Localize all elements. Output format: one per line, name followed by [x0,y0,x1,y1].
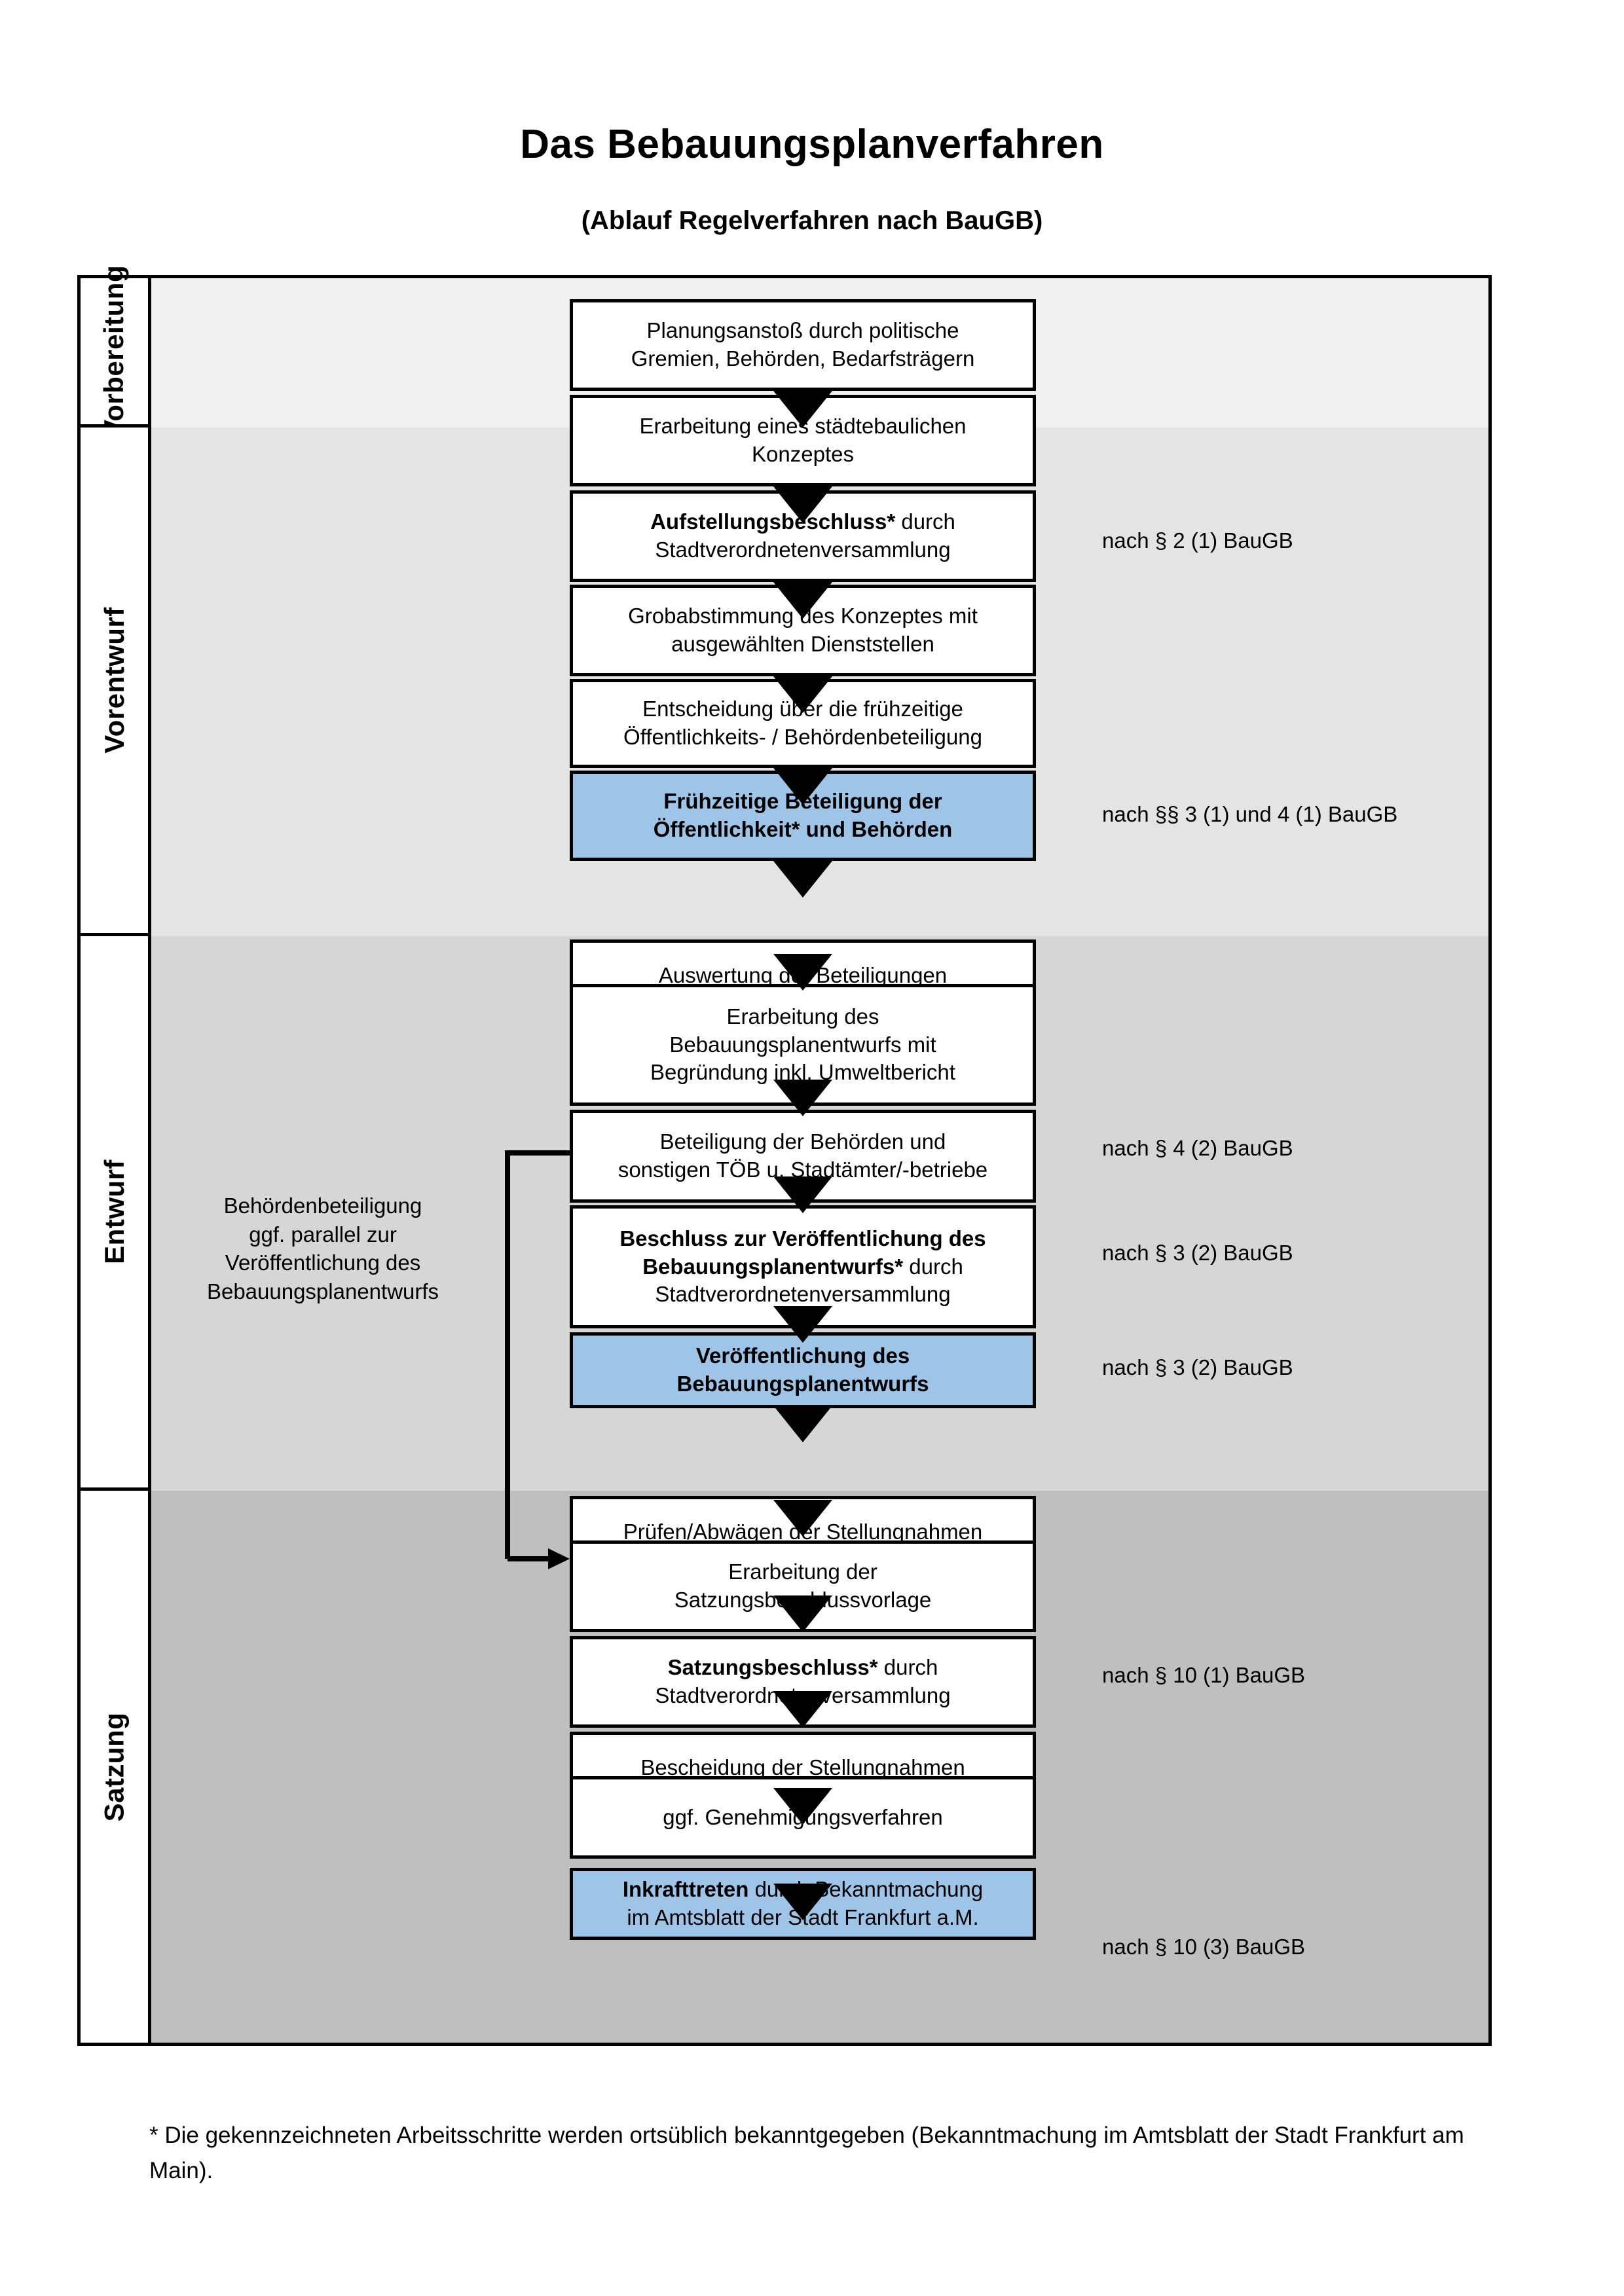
step-planungsanstoss[interactable]: Planungsanstoß durch politische Gremien,… [570,299,1036,391]
step-veroeffentlichung-line-2: Bebauungsplanentwurfs [676,1372,929,1396]
phase-cell-vorbereitung: Vorbereitung [81,264,148,438]
flow-arrow-9 [773,1176,832,1213]
phase-label-satzung: Satzung [98,1712,130,1821]
step-aufstellungsbeschluss-line-2: Stadtverordnetenversammlung [655,538,951,562]
step-beschluss-veroeffentlichung-line-3: Stadtverordnetenversammlung [655,1282,951,1307]
step-beschluss-veroeffentlichung-bold: Beschluss zur Veröffentlichung des Bebau… [619,1226,986,1279]
step-veroeffentlichung-line-1: Veröffentlichung des [695,1343,910,1368]
step-aufstellungsbeschluss-rest: durch [895,509,955,534]
step-satzungsbeschluss-rest: durch [877,1655,938,1680]
legal-note-par2-1: nach § 2 (1) BauGB [1102,528,1293,553]
flow-arrow-8 [773,1080,832,1116]
step-aufstellungsbeschluss-bold: Aufstellungsbeschluss* [650,509,896,534]
flow-arrow-4 [773,676,832,713]
flowchart-frame: Vorbereitung Vorentwurf Entwurf Satzung … [77,264,1492,2046]
legal-note-par3-2b: nach § 3 (2) BauGB [1102,1355,1293,1379]
phase-label-vorbereitung: Vorbereitung [98,264,130,438]
side-note-line-1: Behördenbeteiligung [223,1194,422,1218]
legal-note-par10-1: nach § 10 (1) BauGB [1102,1663,1306,1687]
step-beschluss-veroeffentlichung-rest: durch [903,1254,963,1279]
phase-cell-satzung: Satzung [81,1491,148,2043]
step-planungsanstoss-line-2: Gremien, Behörden, Bedarfsträgern [631,346,975,371]
flow-arrow-14 [773,1691,832,1728]
flow-arrow-7 [773,954,832,991]
footnote-text: * Die gekennzeichneten Arbeitsschritte w… [149,2123,1464,2184]
step-grobabstimmung-line-2: ausgewählten Dienststellen [671,632,934,656]
step-satzungsbeschlussvorlage-line-1: Erarbeitung der [728,1559,877,1584]
legal-note-par4-2: nach § 4 (2) BauGB [1102,1136,1293,1160]
phase-label-entwurf: Entwurf [98,1159,130,1264]
flow-arrow-1 [773,391,832,428]
bypass-connector-arrow [505,1150,570,1569]
phase-label-vorentwurf: Vorentwurf [98,607,130,754]
flow-arrow-13 [773,1595,832,1632]
flow-arrow-11 [773,1406,832,1442]
phase-cell-entwurf: Entwurf [81,936,148,1491]
legal-note-par3-2a: nach § 3 (2) BauGB [1102,1241,1293,1265]
step-fruehzeitige-beteiligung-line-2: Öffentlichkeit* und Behörden [653,817,953,841]
side-annotation-behoerdenbeteiligung: Behördenbeteiligung ggf. parallel zur Ve… [166,1192,480,1305]
side-note-line-3: Veröffentlichung des [225,1250,421,1275]
flow-arrow-15 [773,1788,832,1825]
side-note-line-2: ggf. parallel zur [249,1222,397,1247]
side-note-line-4: Bebauungsplanentwurfs [206,1279,439,1303]
phase-cell-vorentwurf: Vorentwurf [81,428,148,936]
step-staedtebau-konzept-line-2: Konzeptes [752,442,854,466]
step-satzungsbeschluss-bold: Satzungsbeschluss* [667,1655,878,1680]
flow-arrow-16 [773,1884,832,1920]
flow-arrow-2 [773,486,832,523]
step-beteiligung-behoerden-line-1: Beteiligung der Behörden und [659,1129,946,1154]
step-inkrafttreten-bold: Inkrafttreten [622,1877,749,1902]
step-bescheidung-line-1: Bescheidung der Stellungnahmen [640,1755,965,1779]
step-staedtebau-konzept[interactable]: Erarbeitung eines städtebaulichen Konzep… [570,395,1036,486]
flow-arrow-6 [773,861,832,898]
page-title: Das Bebauungsplanverfahren [520,122,1104,167]
step-erarbeitung-entwurf-line-1: Erarbeitung des [726,1004,879,1029]
legal-note-par3-4-1: nach §§ 3 (1) und 4 (1) BauGB [1102,802,1398,826]
flow-arrow-5 [773,768,832,805]
flow-arrow-12 [773,1500,832,1537]
step-erarbeitung-entwurf-line-2: Bebauungsplanentwurfs mit [669,1032,936,1057]
phase-sidebar: Vorbereitung Vorentwurf Entwurf Satzung [81,264,151,2043]
legal-note-par10-3: nach § 10 (3) BauGB [1102,1935,1306,1959]
flow-arrow-3 [773,582,832,619]
step-veroeffentlichung[interactable]: Veröffentlichung des Bebauungsplanentwur… [570,1332,1036,1408]
flow-arrow-10 [773,1306,832,1343]
page-subtitle: (Ablauf Regelverfahren nach BauGB) [581,206,1043,235]
step-entscheidung-fruehzeitig-line-2: Öffentlichkeits- / Behördenbeteiligung [623,725,982,749]
step-planungsanstoss-line-1: Planungsanstoß durch politische [646,318,959,343]
